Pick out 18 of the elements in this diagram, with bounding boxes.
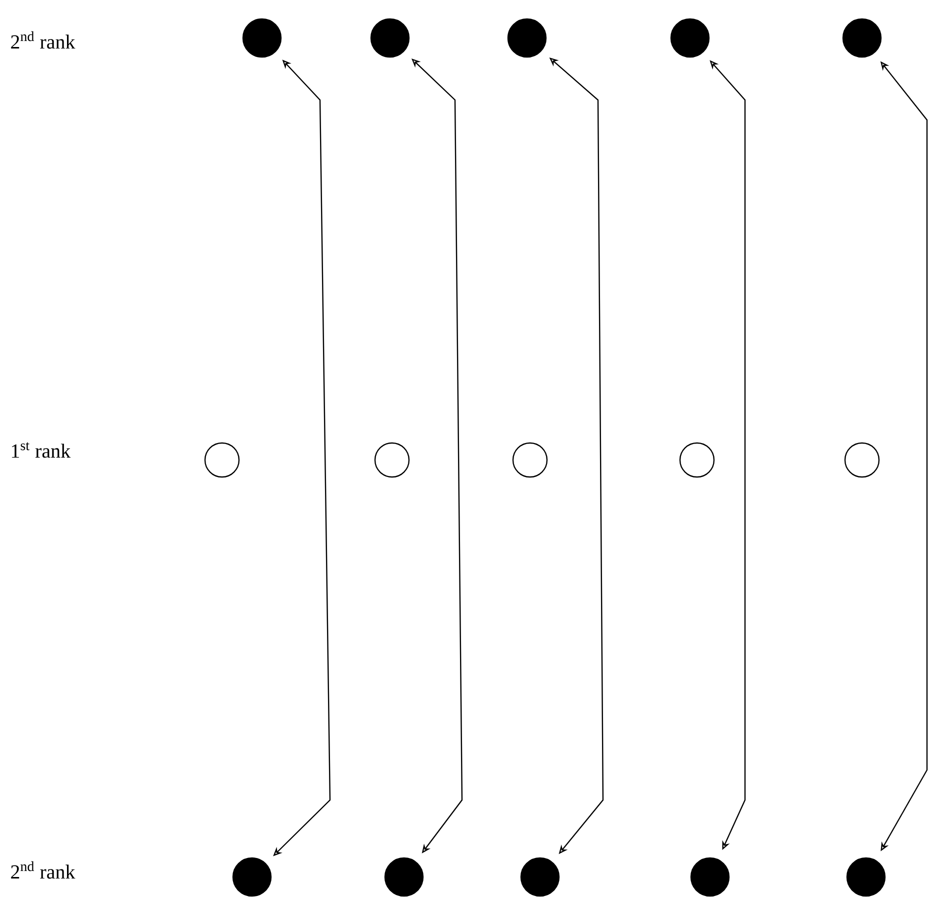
row-label: 1$^{st}$ rank	[12, 442, 71, 458]
filled-circle	[842, 18, 882, 58]
open-circle	[844, 442, 880, 478]
open-circle	[204, 442, 240, 478]
filled-circle	[384, 857, 424, 897]
filled-circle	[520, 857, 560, 897]
row-label: 2$^{nd}$ rank	[11, 31, 76, 49]
filled-circle	[370, 18, 410, 58]
row-label: 2$^{nd}$ rank	[11, 861, 76, 879]
filled-circle	[670, 18, 710, 58]
filled-circle	[690, 857, 730, 897]
open-circle	[512, 442, 548, 478]
filled-circle	[507, 18, 547, 58]
filled-circle	[242, 18, 282, 58]
open-circle	[374, 442, 410, 478]
filled-circle	[846, 857, 886, 897]
open-circle	[679, 442, 715, 478]
filled-circle	[232, 857, 272, 897]
